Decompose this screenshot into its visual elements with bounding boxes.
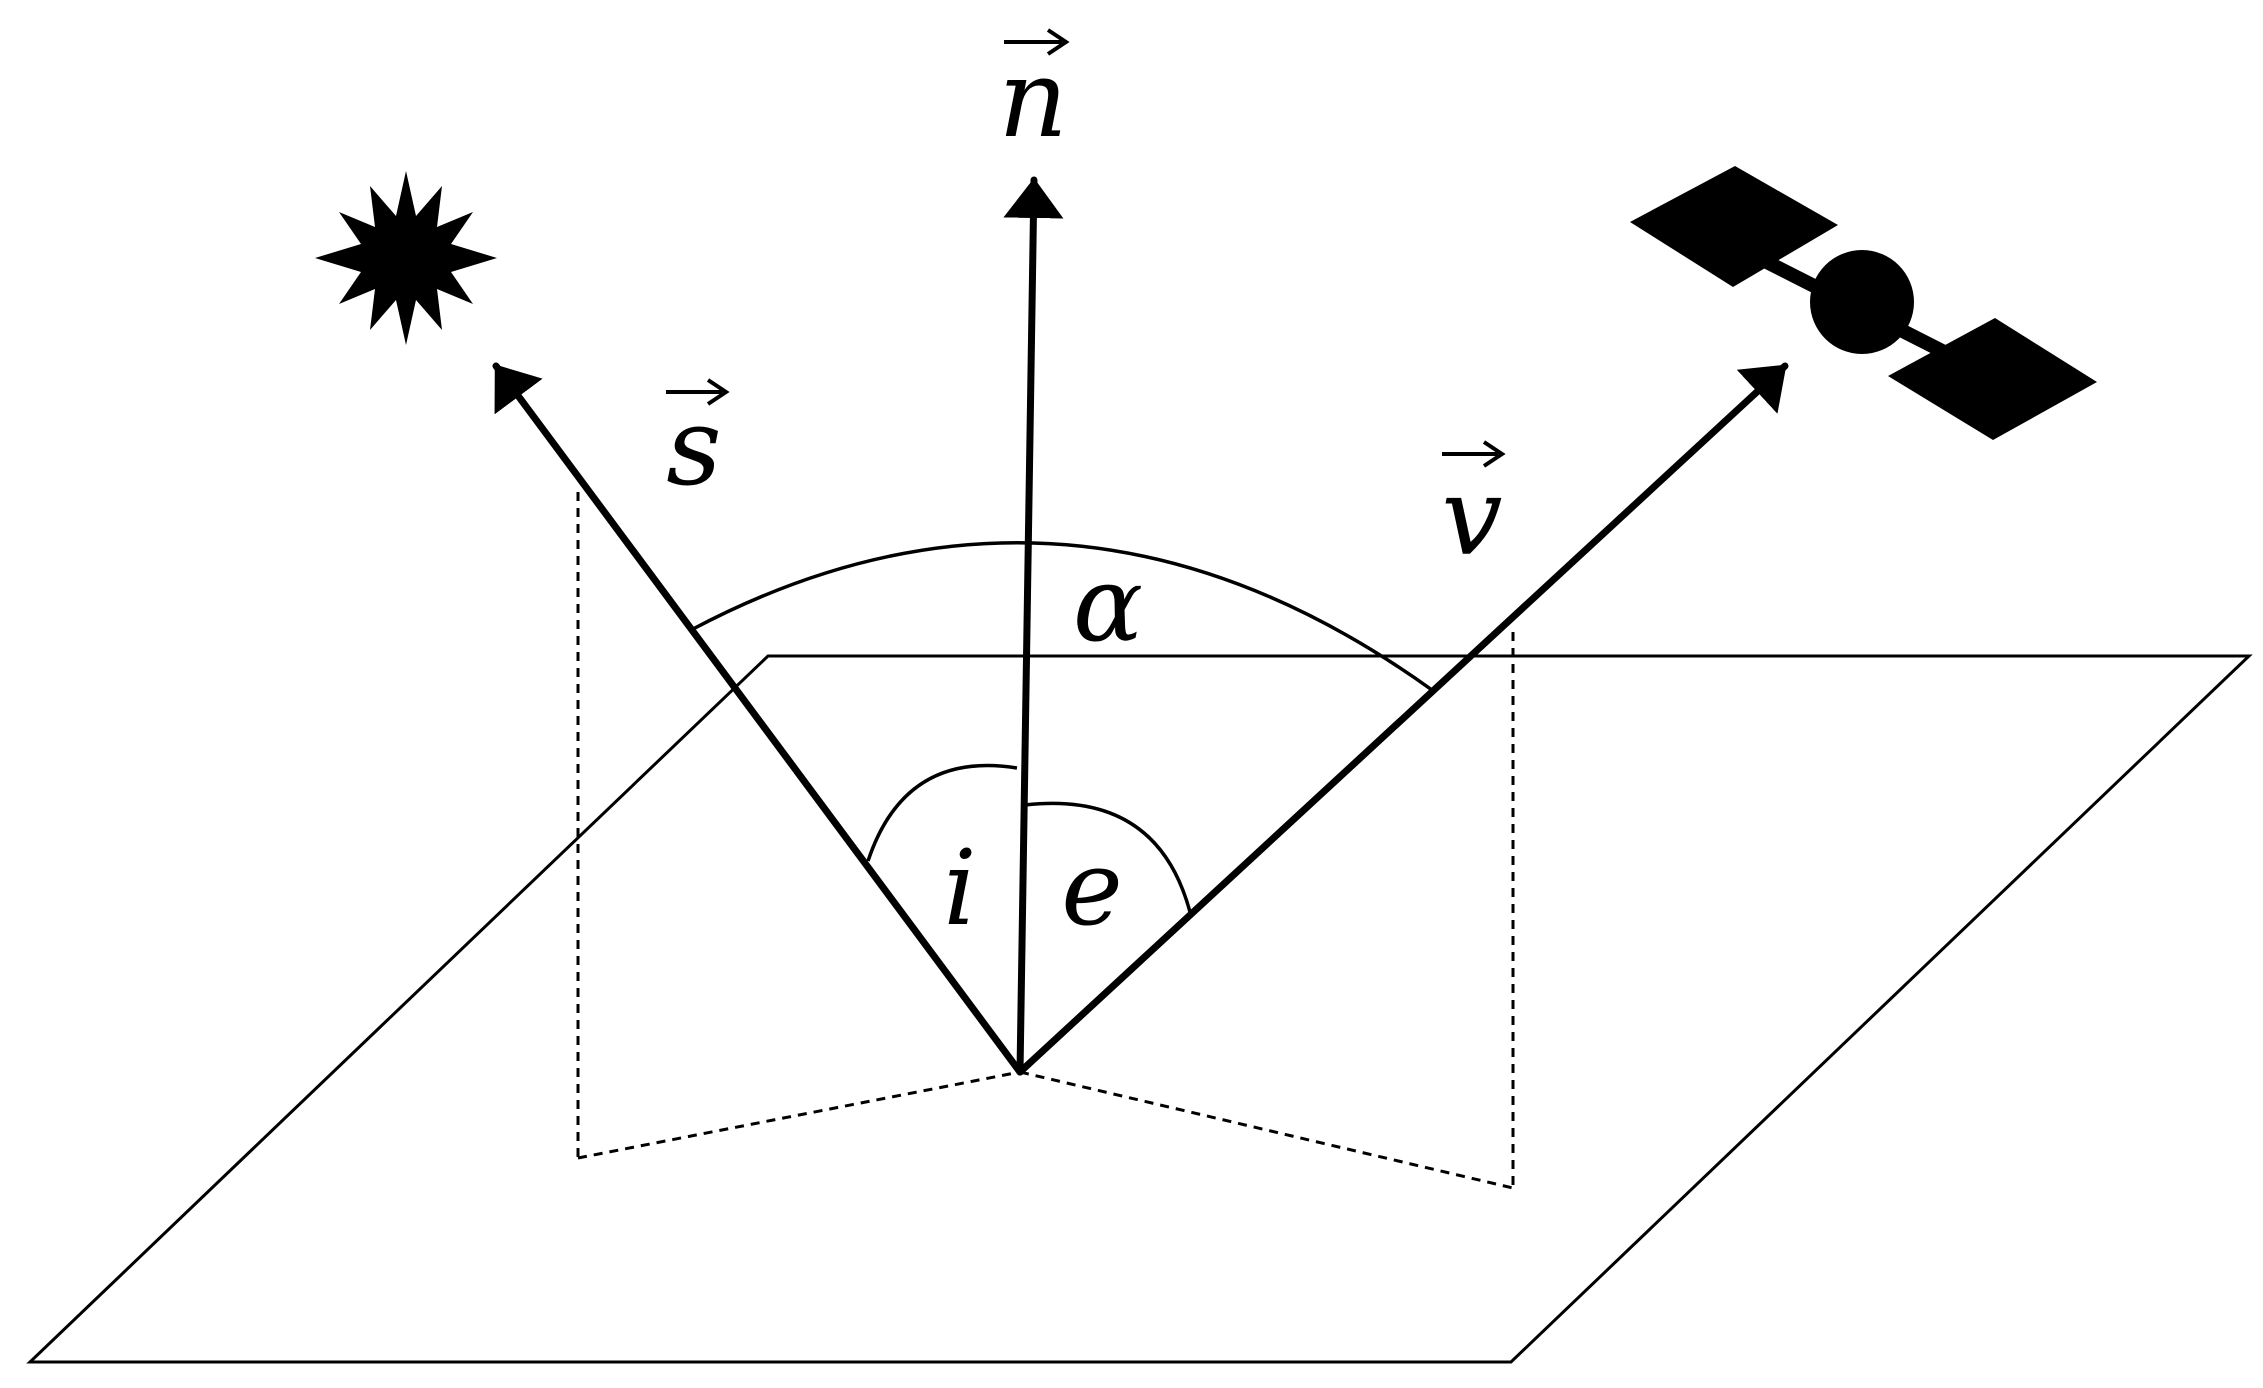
sun-label-arrow-head	[706, 378, 730, 406]
satellite-body	[1810, 250, 1914, 354]
view-label-arrow-head	[1482, 440, 1506, 468]
normal-vector-label: n	[998, 28, 1070, 162]
view-label-text: v	[1441, 455, 1502, 580]
sun-icon	[315, 171, 497, 345]
view-vector-label: v	[1441, 440, 1506, 580]
satellite-icon	[1630, 166, 2097, 440]
satellite-panel-right	[1888, 318, 2097, 440]
normal-label-arrow-head	[1046, 28, 1070, 56]
view-vector	[1016, 362, 1789, 1076]
normal-label-text: n	[998, 37, 1068, 162]
incidence-angle-label: i	[943, 827, 976, 949]
sun-ground-projection	[577, 1070, 1021, 1160]
projection-lines	[576, 492, 1515, 1190]
angle-arcs	[692, 541, 1434, 913]
phase-angle-label: α	[1073, 543, 1143, 665]
sun-label-text: s	[666, 385, 721, 510]
vectors	[492, 176, 1789, 1076]
surface-plane	[26, 654, 2253, 1364]
view-ground-projection	[1019, 1070, 1514, 1190]
sun-vector-label: s	[666, 378, 730, 510]
phase-angle-arc	[692, 541, 1434, 692]
normal-vector	[1003, 176, 1064, 1076]
incidence-angle-arc	[866, 763, 1018, 862]
satellite-panel-left	[1630, 166, 1838, 287]
sun-vector	[492, 362, 1024, 1076]
emission-angle-arc	[1024, 801, 1192, 913]
emission-angle-label: e	[1061, 827, 1123, 949]
